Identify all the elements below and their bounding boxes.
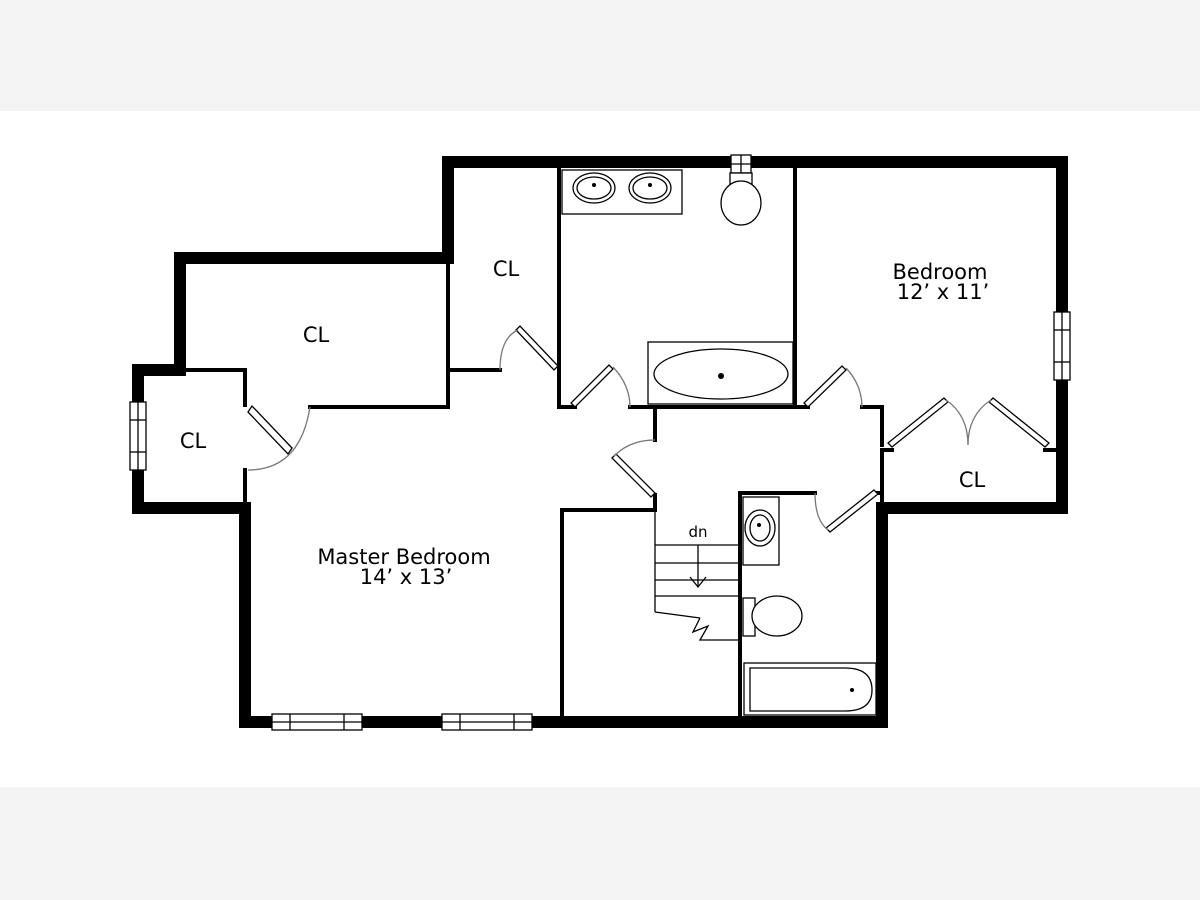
- top-margin-band: [0, 0, 1200, 111]
- stairs: [654, 510, 740, 641]
- bedroom-name-label: Bedroom: [893, 260, 988, 284]
- small-bath-fixtures: [742, 496, 877, 716]
- stairs-direction-label: dn: [688, 523, 707, 541]
- bottom-margin-band: [0, 787, 1200, 900]
- windows: [129, 154, 1071, 731]
- doors: [247, 325, 1050, 533]
- closet-upper-left-label: CL: [303, 323, 330, 347]
- interior-walls: [178, 160, 1064, 718]
- closet-top-center-label: CL: [493, 257, 520, 281]
- master-bedroom-size-label: 14’ x 13’: [360, 565, 453, 589]
- main-bath-fixtures: [561, 169, 794, 405]
- plan-background: [0, 111, 1200, 787]
- closet-bottom-right-label: CL: [959, 468, 986, 492]
- bedroom-size-label: 12’ x 11’: [897, 280, 990, 304]
- closet-far-left-label: CL: [180, 429, 207, 453]
- master-bedroom-name-label: Master Bedroom: [317, 545, 490, 569]
- room-labels: CL CL CL CL Bedroom 12’ x 11’ Master Bed…: [180, 257, 989, 589]
